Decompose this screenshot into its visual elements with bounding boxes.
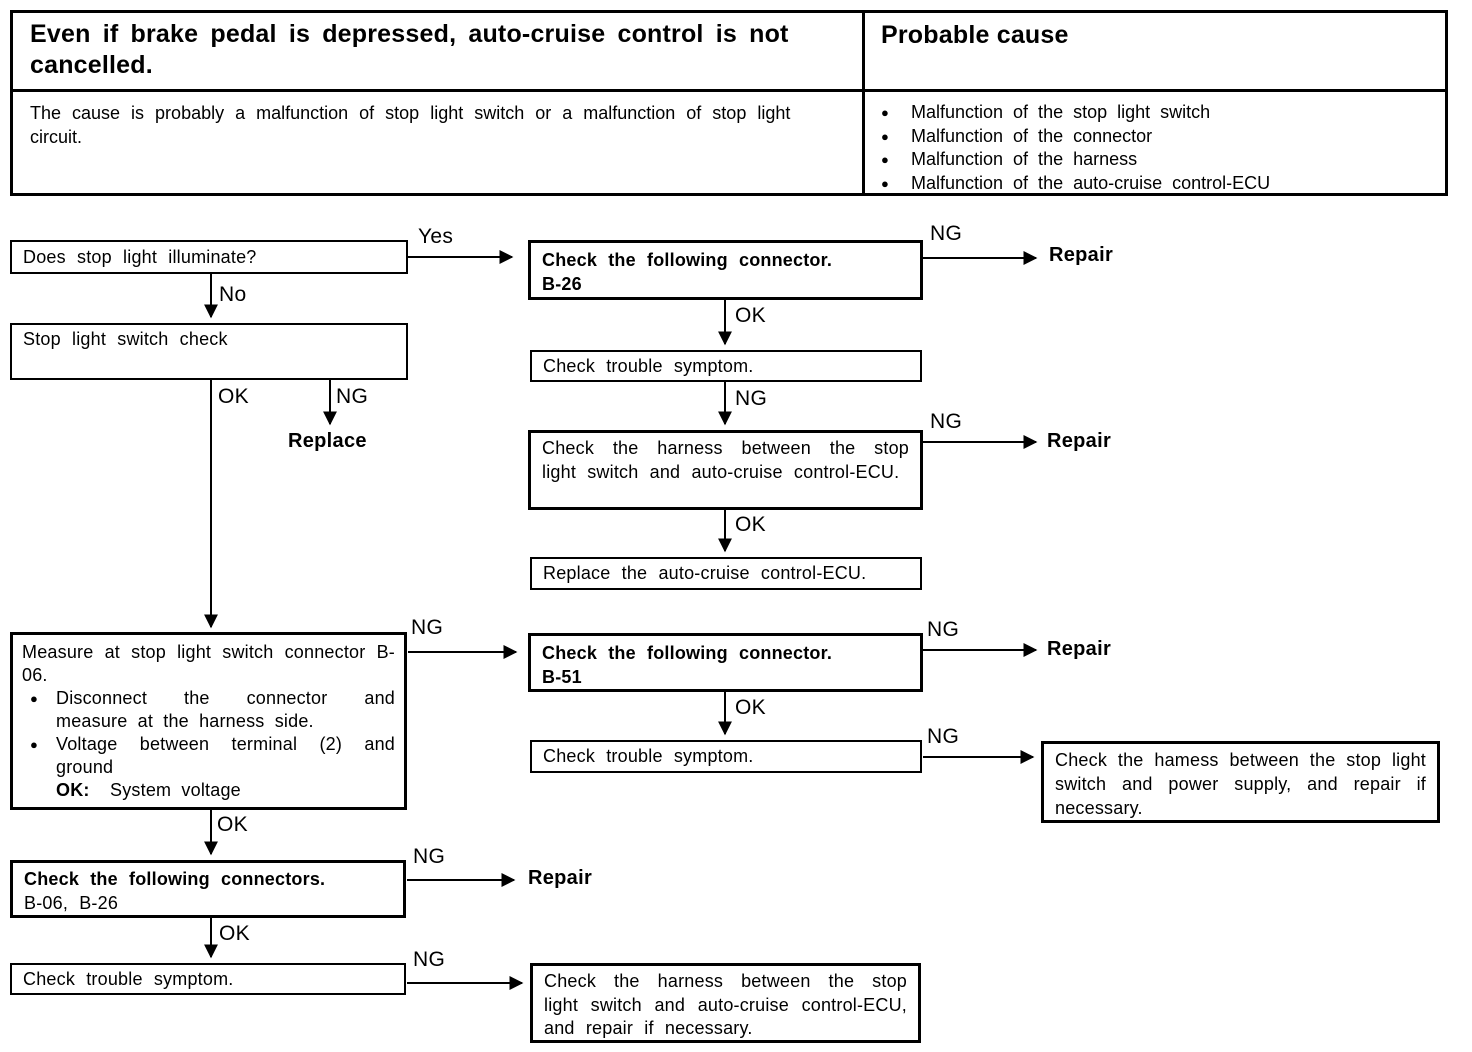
bullet-icon: ● [881, 152, 889, 168]
node-text: Does stop light illuminate? [23, 246, 257, 267]
table-row-divider [13, 89, 1445, 92]
cause-item-label: Malfunction of the stop light switch [911, 102, 1211, 122]
node-text: Check the hamess between the stop light … [1055, 750, 1426, 818]
node-check-connectors-b06-b26: Check the following connectors. B-06, B-… [10, 860, 406, 918]
node-bullet-row: ● Voltage between terminal (2) and groun… [22, 733, 395, 779]
edge-label-ng: NG [930, 222, 963, 245]
action-label-replace: Replace [288, 430, 367, 452]
edge-label-ng: NG [735, 387, 768, 410]
bullet-icon: ● [30, 737, 39, 752]
edge-label-ok: OK [217, 813, 248, 836]
node-check-trouble-symptom-1: Check trouble symptom. [530, 350, 922, 382]
node-stop-light-switch-check: Stop light switch check [10, 323, 408, 380]
edge-label-yes: Yes [418, 225, 454, 248]
node-text: Replace the auto-cruise control-ECU. [543, 563, 867, 583]
edge-label-ok: OK [219, 922, 250, 945]
bullet-icon: ● [881, 128, 889, 144]
ok-condition-label: OK: [56, 780, 90, 800]
action-label-repair: Repair [1047, 638, 1112, 660]
node-text: Check the harness between the stop light… [544, 971, 907, 1038]
node-detail: B-51 [542, 667, 582, 687]
edge-label-ng: NG [927, 725, 960, 748]
node-check-connector-b26: Check the following connector. B-26 [528, 240, 923, 300]
node-check-harness-ecu-repair: Check the harness between the stop light… [530, 963, 921, 1043]
node-does-stop-light-illuminate: Does stop light illuminate? [10, 240, 408, 274]
problem-description: The cause is probably a malfunction of s… [30, 103, 791, 147]
cause-item: ● Malfunction of the stop light switch [881, 101, 1426, 125]
node-ok-condition: OK: System voltage [22, 779, 395, 802]
node-check-trouble-symptom-3: Check trouble symptom. [10, 963, 406, 995]
node-replace-ecu: Replace the auto-cruise control-ECU. [530, 557, 922, 590]
edge-label-ok: OK [735, 304, 766, 327]
problem-title: Even if brake pedal is depressed, auto-c… [30, 20, 789, 79]
node-measure-stop-light-connector: Measure at stop light switch connector B… [10, 632, 407, 810]
node-detail: B-06, B-26 [24, 893, 119, 913]
edge-label-ng: NG [413, 845, 446, 868]
cause-item-label: Malfunction of the harness [911, 149, 1138, 170]
node-check-trouble-symptom-2: Check trouble symptom. [530, 740, 922, 773]
edge-label-ng: NG [336, 385, 369, 408]
action-label-repair: Repair [528, 867, 593, 889]
node-title: Check the following connector. [542, 643, 833, 663]
node-text: Stop light switch check [23, 329, 228, 349]
edge-label-ok: OK [735, 513, 766, 536]
bullet-icon: ● [30, 691, 39, 706]
bullet-icon: ● [881, 105, 889, 120]
node-text: Check trouble symptom. [543, 746, 754, 766]
header-table: Even if brake pedal is depressed, auto-c… [10, 10, 1448, 196]
cause-item: ● Malfunction of the connector [881, 125, 1426, 149]
edge-label-ng: NG [413, 948, 446, 971]
node-bullet-text: Voltage between terminal (2) and ground [56, 734, 395, 777]
node-check-harness-power-supply: Check the hamess between the stop light … [1041, 741, 1440, 823]
node-check-harness-stop-ecu: Check the harness between the stop light… [528, 430, 923, 510]
edge-label-ok: OK [735, 696, 766, 719]
node-bullet-row: ● Disconnect the connector and measure a… [22, 687, 395, 733]
edge-label-ng: NG [927, 618, 960, 641]
node-check-connector-b51: Check the following connector. B-51 [528, 633, 923, 692]
cause-item: ● Malfunction of the auto-cruise control… [881, 172, 1426, 196]
cause-item: ● Malfunction of the harness [881, 148, 1426, 172]
node-title: Measure at stop light switch connector B… [22, 642, 395, 685]
action-label-repair: Repair [1049, 244, 1114, 266]
edge-label-ng: NG [930, 410, 963, 433]
node-text: Check the harness between the stop light… [542, 438, 909, 482]
node-text: Check trouble symptom. [543, 356, 754, 376]
action-label-repair: Repair [1047, 430, 1112, 452]
node-bullet-text: Disconnect the connector and measure at … [56, 688, 395, 731]
edge-label-ok: OK [218, 385, 249, 408]
ok-condition-value: System voltage [110, 780, 241, 800]
probable-cause-list: ● Malfunction of the stop light switch ●… [881, 101, 1426, 196]
edge-label-no: No [219, 283, 247, 306]
edge-label-ng: NG [411, 616, 444, 639]
node-title: Check the following connector. [542, 250, 833, 270]
bullet-icon: ● [881, 176, 889, 192]
cause-item-label: Malfunction of the auto-cruise control-E… [911, 173, 1271, 194]
table-column-divider [862, 13, 865, 193]
node-detail: B-26 [542, 274, 582, 294]
cause-item-label: Malfunction of the connector [911, 125, 1153, 146]
node-title: Check the following connectors. [24, 869, 326, 889]
probable-cause-title: Probable cause [881, 21, 1069, 49]
node-text: Check trouble symptom. [23, 969, 234, 989]
